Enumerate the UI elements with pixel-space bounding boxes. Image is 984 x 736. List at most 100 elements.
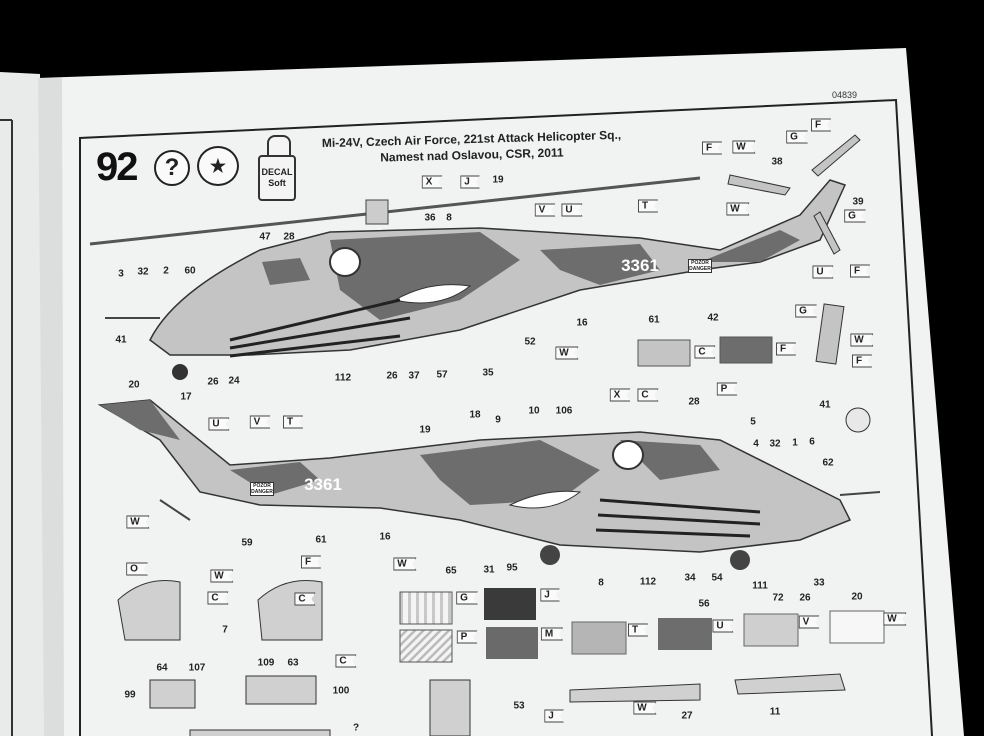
decal-callout-number: 61 xyxy=(315,534,327,546)
decal-callout-number: 60 xyxy=(184,265,196,277)
decal-callout-number: 41 xyxy=(115,334,127,346)
decal-color-flag: J xyxy=(544,709,564,723)
decal-callout-number: 19 xyxy=(492,174,504,186)
helicopter-left-side-view xyxy=(97,399,881,570)
decal-callout-number: 33 xyxy=(813,577,825,589)
decal-callout-number: 3 xyxy=(118,268,124,280)
decal-callout-number: 56 xyxy=(698,598,710,610)
decal-callout-number: 52 xyxy=(524,336,536,348)
decal-callout-number: 32 xyxy=(769,438,781,450)
decal-callout-number: 8 xyxy=(446,212,452,224)
decal-callout-number: 61 xyxy=(648,314,660,326)
decal-callout-number: 65 xyxy=(445,565,457,577)
step-frame xyxy=(79,98,933,736)
decal-color-flag: G xyxy=(844,209,866,223)
decal-callout-number: 72 xyxy=(772,592,784,604)
decal-callout-number: 1 xyxy=(792,437,798,449)
decal-callout-number: 26 xyxy=(207,376,219,388)
decal-callout-number: 16 xyxy=(379,531,391,543)
decal-color-flag: O xyxy=(126,562,148,576)
swatch-G xyxy=(399,591,453,625)
decal-callout-number: 64 xyxy=(156,662,168,674)
decal-callout-number: 5 xyxy=(750,416,756,428)
decal-callout-number: 26 xyxy=(799,592,811,604)
decal-callout-number: ? xyxy=(352,722,360,734)
help-icon: ? xyxy=(154,150,190,186)
decal-callout-number: 27 xyxy=(681,710,693,722)
decal-callout-number: 26 xyxy=(386,370,398,382)
decal-callout-number: 16 xyxy=(576,317,588,329)
sheet-code: 04839 xyxy=(832,90,858,100)
aircraft-number-bottom: 3361 xyxy=(304,475,342,494)
decal-callout-number: 112 xyxy=(639,576,657,588)
decal-callout-number: 32 xyxy=(137,266,149,278)
decal-callout-number: 100 xyxy=(332,685,350,697)
decal-callout-number: 42 xyxy=(707,312,719,324)
decal-callout-number: 6 xyxy=(809,436,815,448)
swatch-code-flag: C xyxy=(694,345,716,359)
decal-callout-number: 41 xyxy=(819,399,831,411)
decal-callout-number: 18 xyxy=(469,409,481,421)
decal-soft-label: Soft xyxy=(268,178,286,188)
decal-callout-number: 8 xyxy=(598,577,604,589)
swatch-top-C xyxy=(637,339,691,367)
decal-callout-number: 38 xyxy=(771,156,783,168)
decal-color-flag: C xyxy=(637,388,659,402)
decal-callout-number: 106 xyxy=(555,405,573,417)
decal-callout-number: 95 xyxy=(506,562,518,574)
decal-color-flag: G xyxy=(786,130,808,144)
decal-callout-number: 2 xyxy=(163,265,169,277)
decal-color-flag: V xyxy=(534,203,556,217)
decal-callout-number: 34 xyxy=(684,572,696,584)
decal-callout-number: 35 xyxy=(482,367,494,379)
legend-code-flag: T xyxy=(627,623,649,637)
decal-callout-number: 99 xyxy=(124,689,136,701)
decal-callout-number: 57 xyxy=(436,369,448,381)
decal-callout-number: 39 xyxy=(852,196,864,208)
decal-callout-number: 20 xyxy=(128,379,140,391)
decal-callout-number: 24 xyxy=(228,375,240,387)
decal-callout-number: 36 xyxy=(424,212,436,224)
decal-callout-number: 53 xyxy=(513,700,525,712)
decal-callout-number: 107 xyxy=(188,662,206,674)
aircraft-number-top: 3361 xyxy=(621,256,659,275)
danger-placard-bottom: POZOR DANGER xyxy=(250,482,274,496)
decal-callout-number: 31 xyxy=(483,564,495,576)
swatch-M xyxy=(486,627,538,659)
decal-callout-number: 54 xyxy=(711,572,723,584)
decal-color-flag: F xyxy=(300,555,322,569)
decal-callout-number: 17 xyxy=(180,391,192,403)
danger-placard-top: POZOR DANGER xyxy=(688,259,712,273)
decal-color-flag: W xyxy=(850,333,874,347)
decal-callout-number: 37 xyxy=(408,370,420,382)
decal-callout-number: 59 xyxy=(241,537,253,549)
decal-water-icon: ★ xyxy=(197,146,239,186)
decal-label: DECAL xyxy=(261,167,293,177)
decal-callout-number: 112 xyxy=(334,372,352,384)
swatch-V xyxy=(743,613,799,647)
decal-callout-number: 10 xyxy=(528,405,540,417)
swatch-T xyxy=(571,621,627,655)
helicopter-right-side-view xyxy=(89,134,861,380)
decal-callout-number: 7 xyxy=(222,624,228,636)
detail-drawings xyxy=(117,579,846,736)
decal-color-flag: W xyxy=(555,346,579,360)
decal-callout-number: 62 xyxy=(822,457,834,469)
swatch-W xyxy=(829,610,885,644)
decal-color-flag: P xyxy=(716,382,738,396)
decal-callout-number: 9 xyxy=(495,414,501,426)
decal-callout-number: 28 xyxy=(283,231,295,243)
decal-callout-number: 111 xyxy=(752,580,768,592)
decal-callout-number: 19 xyxy=(419,424,431,436)
swatch-P xyxy=(399,629,453,663)
legend-code-flag: M xyxy=(540,627,564,641)
decal-callout-number: 20 xyxy=(851,591,863,603)
swatch-top-F xyxy=(719,336,773,364)
swatch-J xyxy=(484,588,536,620)
decal-callout-number: 11 xyxy=(769,706,781,718)
decal-callout-number: 47 xyxy=(259,231,271,243)
decal-callout-number: 4 xyxy=(753,438,759,450)
swatch-U xyxy=(658,618,712,650)
